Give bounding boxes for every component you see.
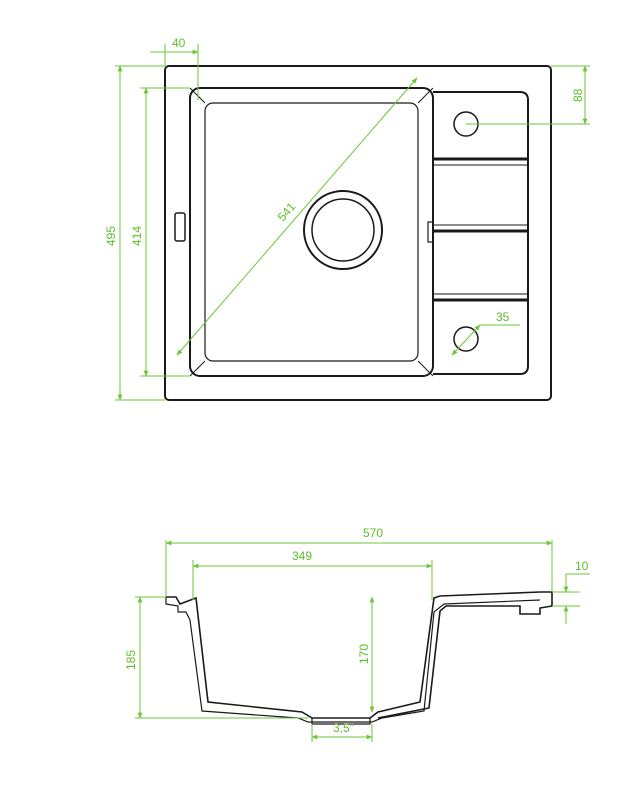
- section-drain-neck: [311, 718, 371, 725]
- section-view: 570 349 10 185 170 3,5": [124, 526, 590, 742]
- drainer-divider: [427, 221, 434, 243]
- drainer-frame: [433, 91, 529, 375]
- dim-bowl-height: 170: [357, 644, 371, 664]
- dim-overall-height: 185: [124, 650, 138, 670]
- drain-outer: [303, 190, 383, 270]
- drain-inner: [311, 198, 375, 262]
- dim-bowl-width: 349: [292, 549, 312, 563]
- dim-tap-hole-offset: 88: [571, 88, 585, 102]
- dim-drain-offset: 40: [172, 36, 186, 50]
- dim-bowl-depth: 414: [130, 226, 144, 246]
- dim-overall-depth: 495: [104, 226, 118, 246]
- top-view: 40 495 414 541 88 35: [104, 36, 590, 401]
- dim-overall-width: 570: [363, 526, 383, 540]
- dim-drain-size: 3,5": [333, 721, 354, 735]
- sink-outline: [164, 65, 552, 401]
- dim-bowl-diagonal: 541: [275, 199, 299, 224]
- overflow-slot: [174, 212, 186, 242]
- dim-tap-hole-diameter: 35: [496, 310, 510, 324]
- section-profile-outer: [166, 591, 553, 719]
- dim-rim-thickness: 10: [575, 559, 589, 573]
